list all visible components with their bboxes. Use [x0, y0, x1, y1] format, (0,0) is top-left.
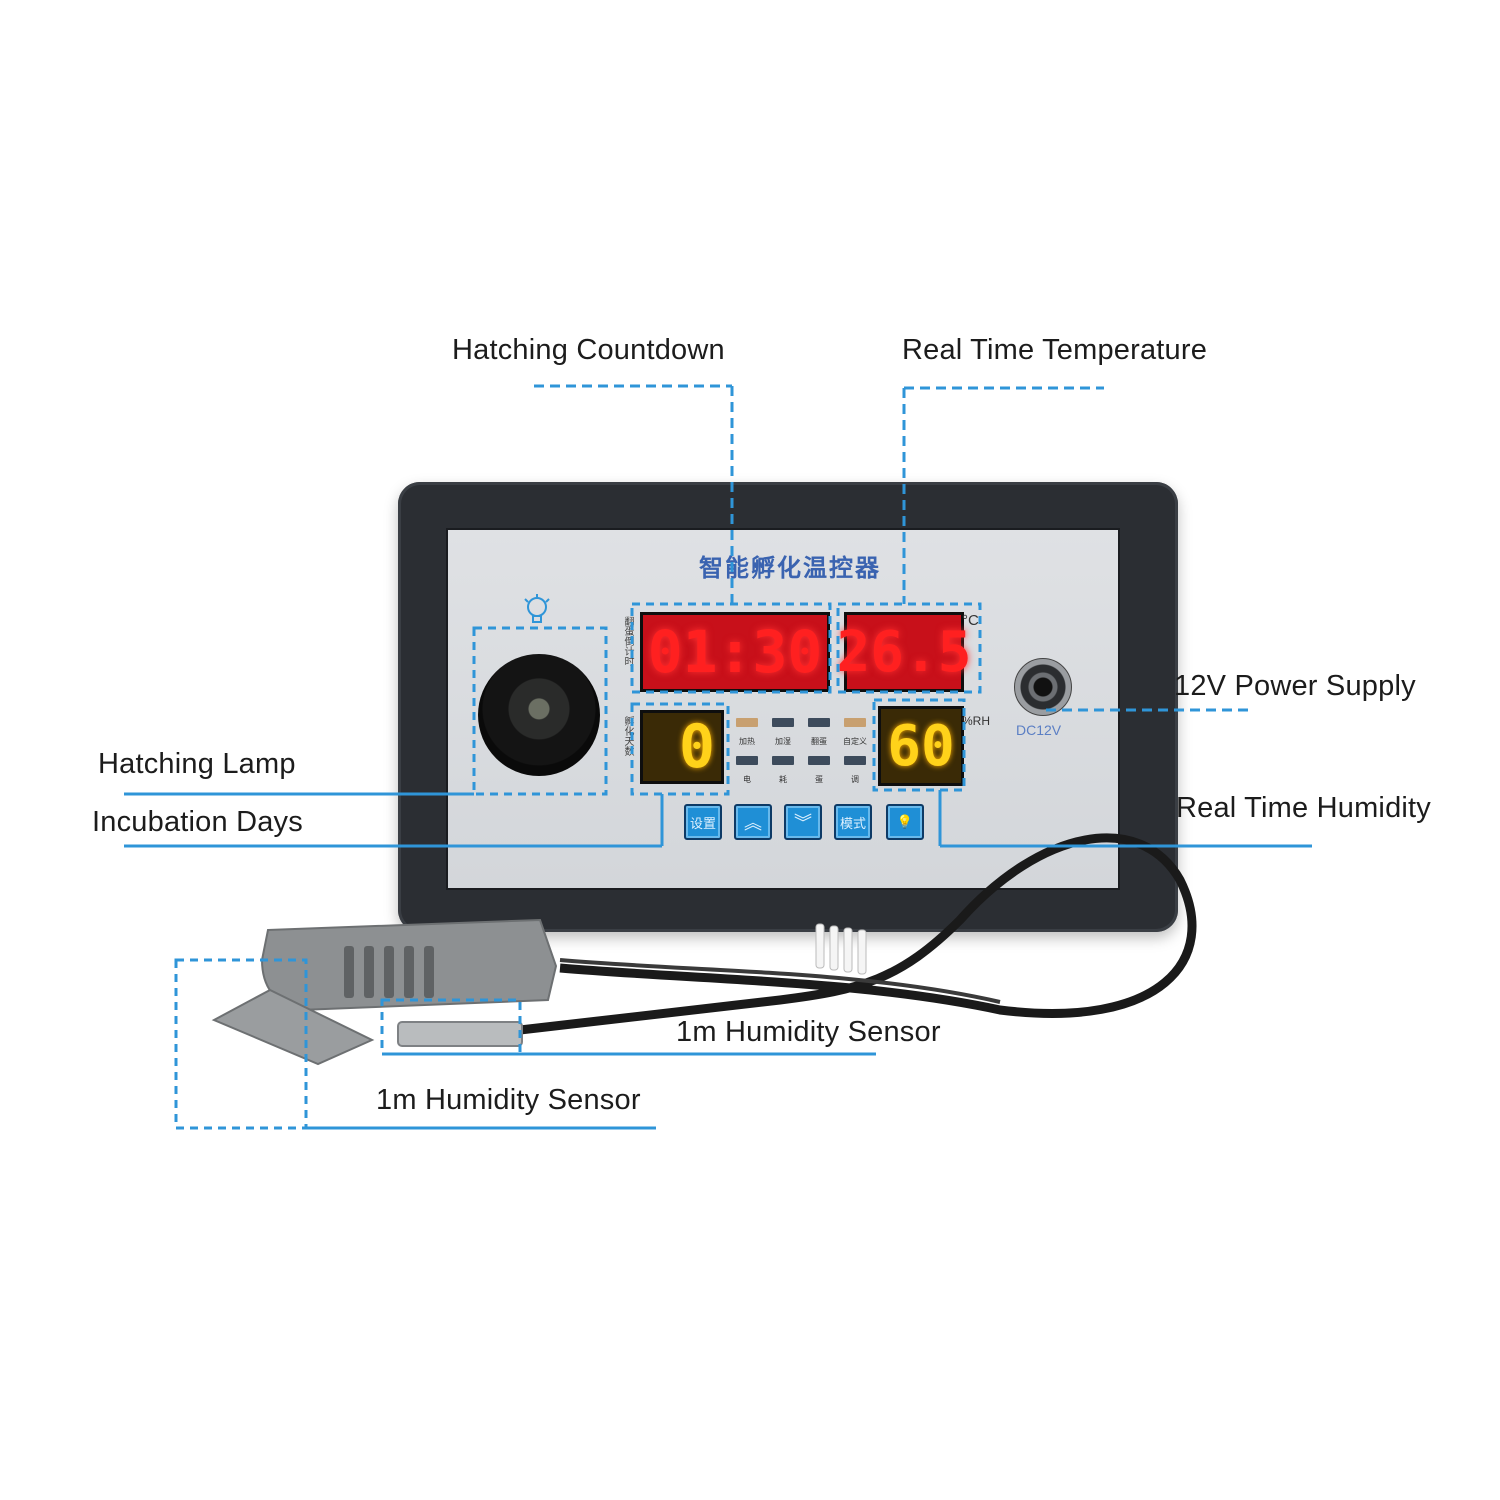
indicator-egg	[808, 756, 830, 765]
temperature-probe	[397, 1021, 523, 1047]
device-title: 智能孵化温控器	[699, 553, 881, 582]
callout-hatching-lamp: Hatching Lamp	[98, 748, 296, 780]
indicator-consume	[772, 756, 794, 765]
indicator-humidify	[772, 718, 794, 727]
humidity-display: 60	[878, 706, 964, 786]
indicator-label: 耗	[779, 775, 787, 784]
callout-real-time-temperature: Real Time Temperature	[902, 334, 1208, 366]
humidity-sensor-probe	[211, 918, 558, 1066]
indicator-power	[736, 756, 758, 765]
callout-power-supply: 12V Power Supply	[1174, 670, 1416, 702]
set-button[interactable]: 设置	[684, 804, 722, 840]
indicator-custom	[844, 718, 866, 727]
mode-button[interactable]: 模式	[834, 804, 872, 840]
callout-incubation-days: Incubation Days	[92, 806, 303, 838]
indicator-label: 调	[851, 775, 859, 784]
temperature-unit: °C	[962, 612, 979, 629]
up-button[interactable]: ︽	[734, 804, 772, 840]
power-jack-label: DC12V	[1016, 722, 1062, 738]
power-jack[interactable]	[1014, 658, 1072, 716]
callout-hatching-countdown: Hatching Countdown	[452, 334, 725, 366]
callout-real-time-humidity: Real Time Humidity	[1176, 792, 1431, 824]
incubation-days-display: 0	[640, 710, 724, 784]
humidity-unit: %RH	[962, 714, 991, 728]
down-button[interactable]: ︾	[784, 804, 822, 840]
indicator-label: 自定义	[843, 737, 867, 746]
sensor-cable	[519, 833, 1197, 1035]
lamp-bulb-icon	[522, 594, 552, 628]
cable-ties	[815, 923, 867, 975]
callout-humidity-sensor-1: 1m Humidity Sensor	[676, 1016, 941, 1048]
indicator-label: 加热	[739, 737, 755, 746]
countdown-side-label: 翻蛋倒计时	[622, 616, 633, 666]
hatching-lamp	[478, 654, 600, 776]
days-side-label: 孵化天数	[622, 716, 633, 756]
indicator-heat	[736, 718, 758, 727]
indicator-label: 电	[743, 775, 751, 784]
indicator-label: 翻蛋	[811, 737, 827, 746]
callout-humidity-sensor-2: 1m Humidity Sensor	[376, 1084, 641, 1116]
indicator-adjust	[844, 756, 866, 765]
temperature-display: 26.5	[837, 612, 971, 692]
indicator-label: 蛋	[815, 775, 823, 784]
indicator-label: 加湿	[775, 737, 791, 746]
indicator-turn	[808, 718, 830, 727]
lamp-button[interactable]: 💡	[886, 804, 924, 840]
